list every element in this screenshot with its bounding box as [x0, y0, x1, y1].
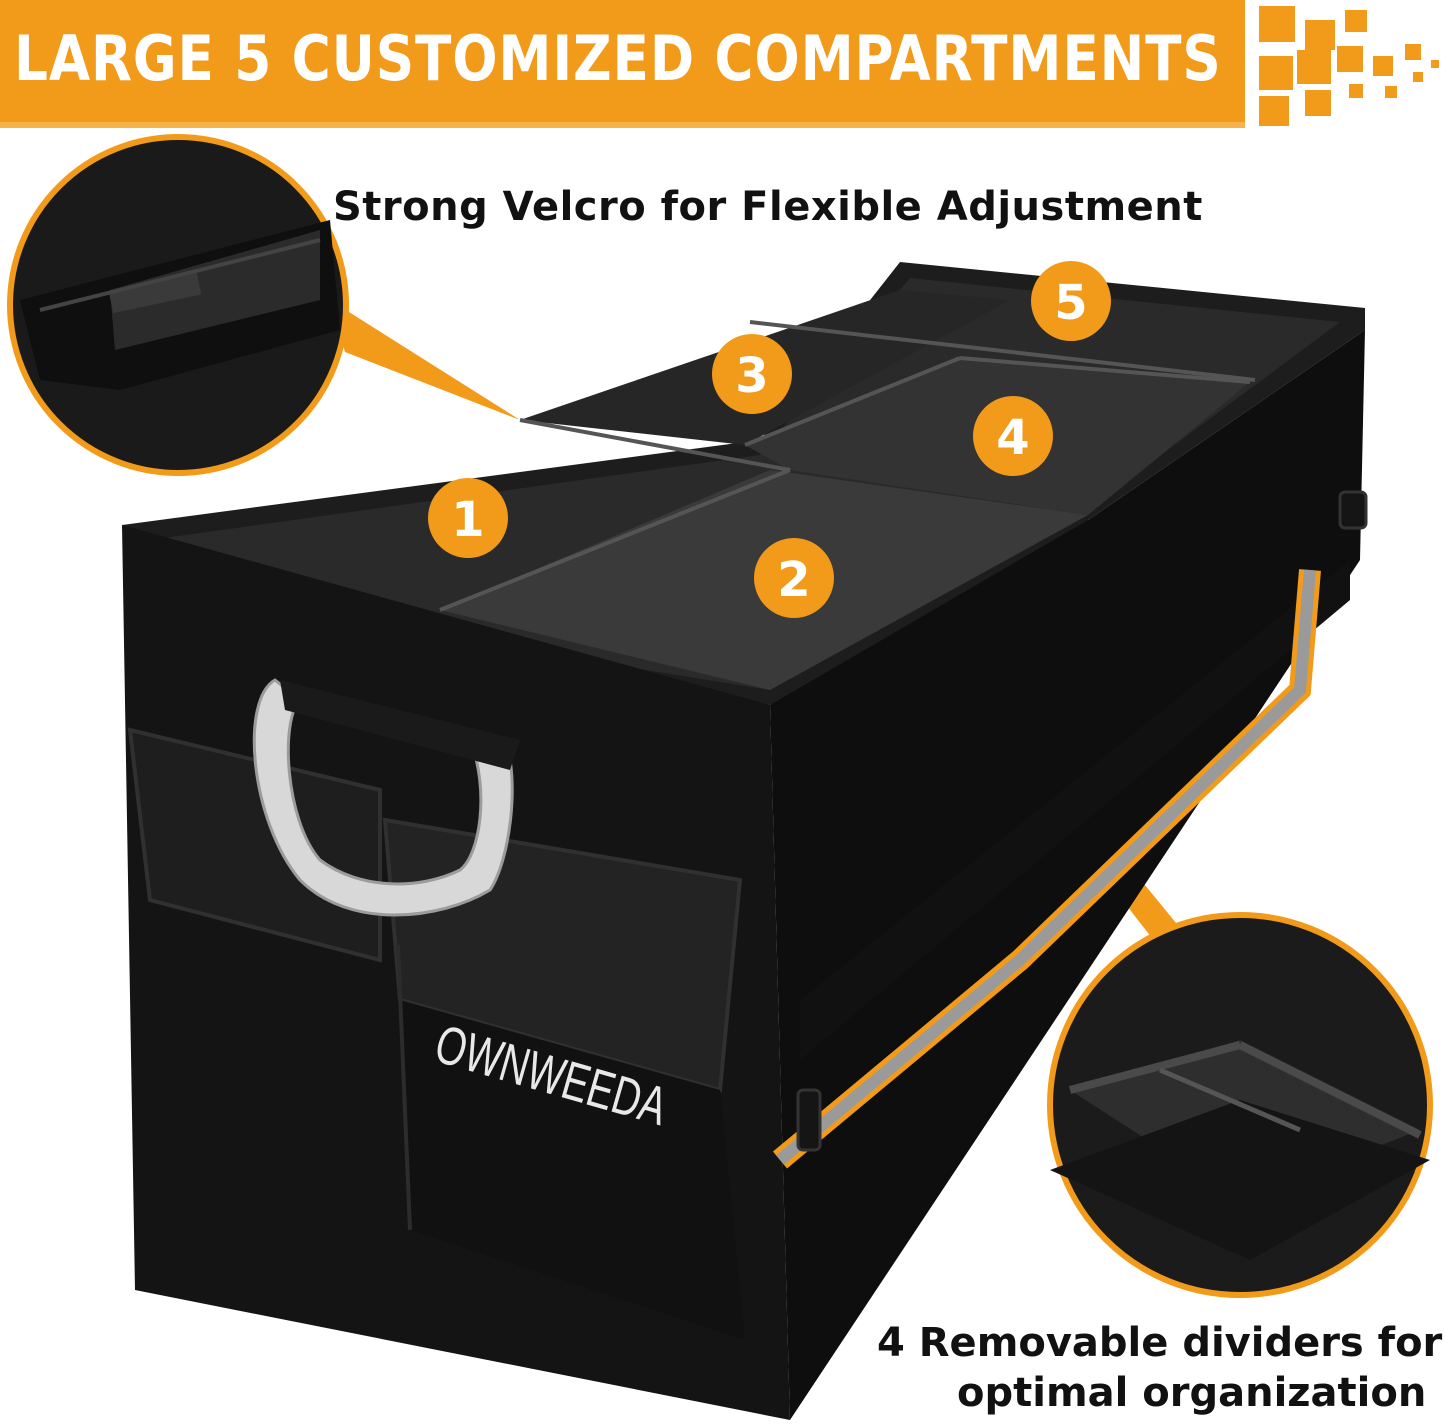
compartment-badge-1: 1 — [428, 478, 508, 558]
badge-number: 2 — [777, 552, 810, 608]
velcro-leader-line — [330, 300, 520, 420]
compartment-badge-3: 3 — [712, 334, 792, 414]
front-pocket-left — [127, 727, 382, 963]
dividers-caption-line-2: optimal organization — [957, 1370, 1427, 1416]
side-buckle — [1338, 490, 1368, 530]
dividers-caption: 4 Removable dividers for optimal organiz… — [877, 1318, 1442, 1418]
headline-banner: LARGE 5 CUSTOMIZED COMPARTMENTS — [0, 0, 1245, 128]
headline-text: LARGE 5 CUSTOMIZED COMPARTMENTS — [14, 22, 1222, 95]
badge-number: 4 — [996, 410, 1029, 466]
velcro-caption: Strong Velcro for Flexible Adjustment — [333, 184, 1203, 230]
divider-zoom-inset — [1047, 912, 1433, 1298]
dividers-caption-line-1: 4 Removable dividers for — [877, 1320, 1443, 1366]
compartment-badge-5: 5 — [1031, 261, 1111, 341]
badge-number: 1 — [451, 492, 484, 548]
compartment-badge-4: 4 — [973, 396, 1053, 476]
compartment-badge-2: 2 — [754, 538, 834, 618]
pixel-decoration — [1245, 0, 1445, 130]
organizer-side — [770, 330, 1365, 1420]
badge-number: 3 — [735, 348, 768, 404]
velcro-zoom-inset — [7, 134, 349, 476]
badge-number: 5 — [1054, 275, 1087, 331]
